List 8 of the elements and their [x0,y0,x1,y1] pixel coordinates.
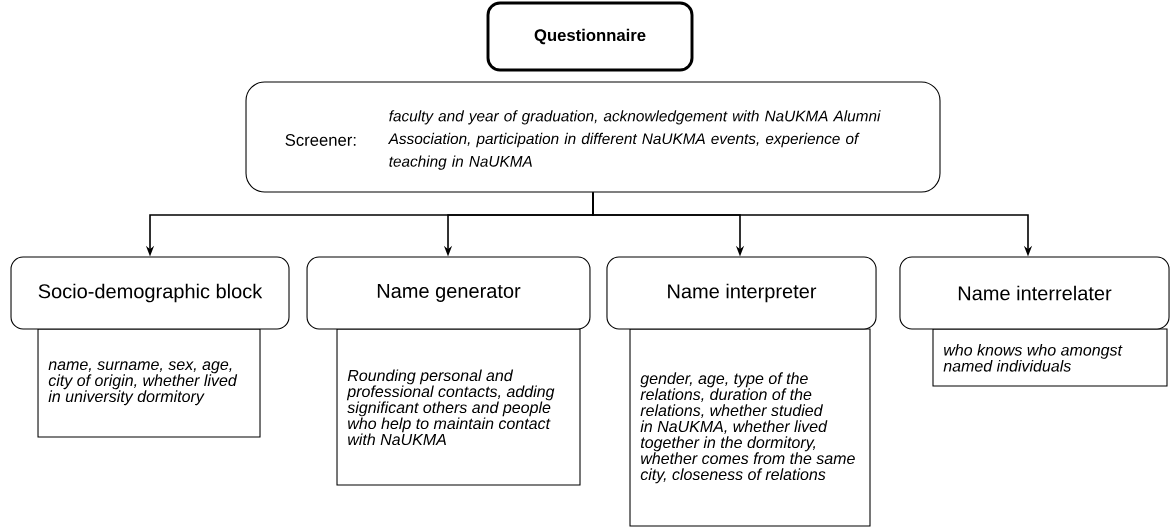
block-header: Name interpreter [606,256,877,330]
block-header: Socio-demographic block [10,256,290,330]
screener-text: faculty and year of graduation, acknowledgement with NaUKMA Alumni Association, participation in different NaUKMA events, experience of teaching in NaUKMA [387,110,881,170]
block-header: Name interrelater [899,256,1170,330]
block-header: Name generator [306,256,591,330]
description-box: who knows who amongst named individuals [932,328,1168,387]
title-box: Questionnaire [486,1,694,72]
screener-label: Screener: [285,134,356,146]
